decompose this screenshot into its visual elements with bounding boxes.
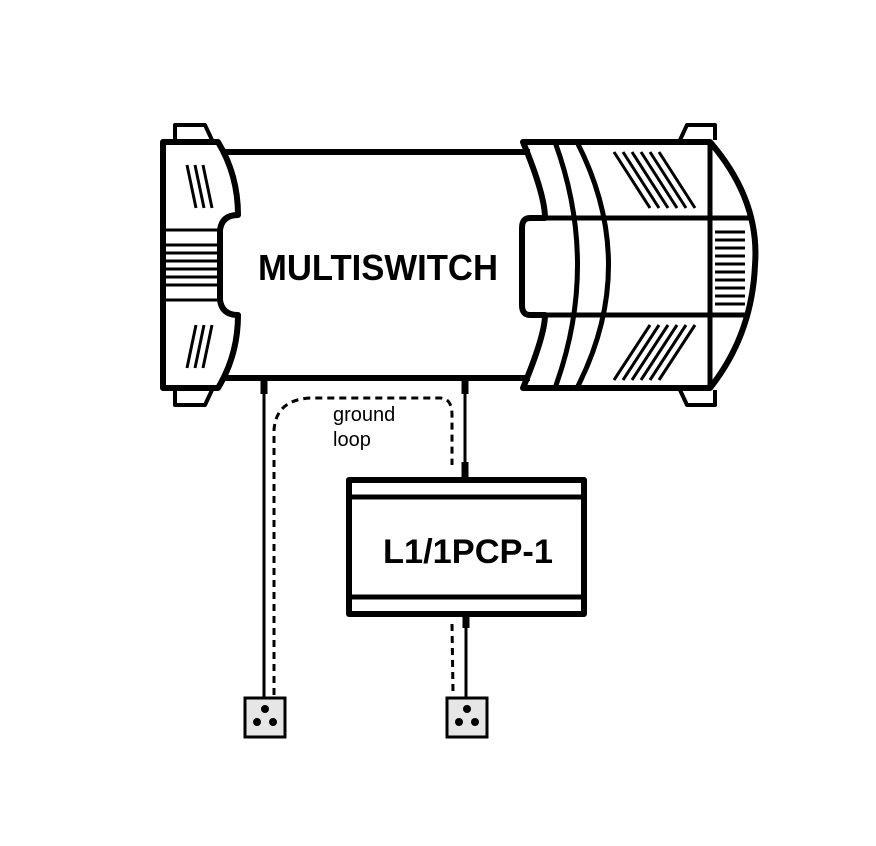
- socket-pin: [261, 705, 269, 713]
- right-top-tab: [678, 123, 717, 141]
- multiswitch-body: [225, 149, 530, 381]
- left-end-cap: [160, 139, 241, 391]
- wall-socket-right: [445, 696, 489, 739]
- right-cap-grille: [612, 151, 745, 381]
- ground-loop-label-line1: ground: [333, 404, 395, 426]
- socket-plate: [243, 696, 287, 739]
- right-cap-frame: [545, 142, 750, 388]
- ground-loop-lower: [450, 623, 455, 693]
- socket-pin: [253, 718, 261, 726]
- ground-loop-label-line2: loop: [333, 429, 371, 451]
- socket-pin: [463, 705, 471, 713]
- connectors: [260, 380, 470, 628]
- left-top-tab: [173, 123, 214, 141]
- socket-pin: [269, 718, 277, 726]
- left-bottom-tab: [173, 389, 214, 407]
- ground-loop-upper: [272, 396, 454, 695]
- ground-loop-path: [272, 396, 455, 695]
- left-cap-grille: [163, 164, 220, 369]
- socket-pin: [455, 718, 463, 726]
- amplifier-label: L1/1PCP-1: [383, 533, 553, 571]
- right-cap-outer-arc: [574, 140, 611, 390]
- socket-plate: [445, 696, 489, 739]
- wall-socket-left: [243, 696, 287, 739]
- right-cap-inner-arc: [552, 141, 580, 389]
- multiswitch-label: MULTISWITCH: [258, 247, 498, 288]
- socket-pin: [471, 718, 479, 726]
- right-bottom-tab: [678, 389, 717, 407]
- right-end-cap: [519, 139, 759, 391]
